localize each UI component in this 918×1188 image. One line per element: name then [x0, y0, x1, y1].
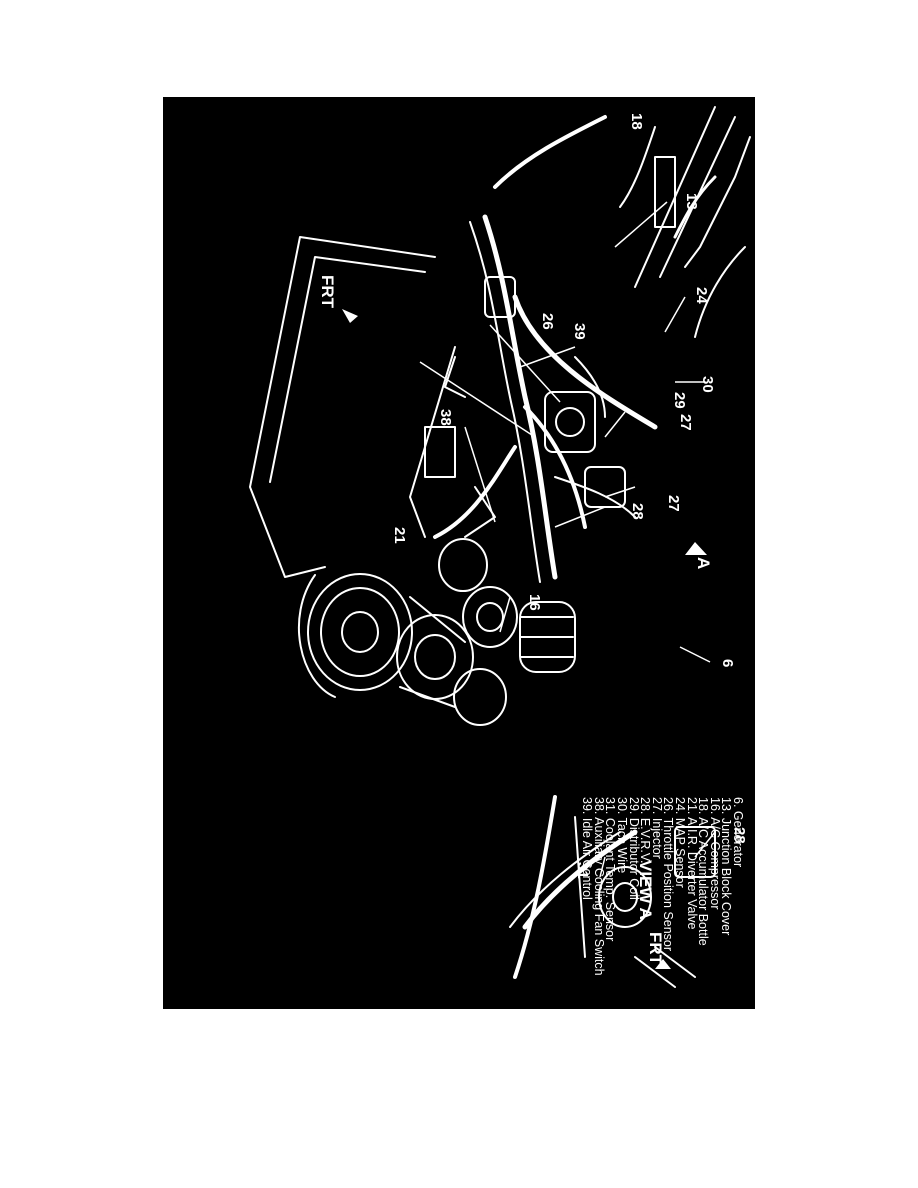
- callout-39: 39: [571, 323, 588, 340]
- callout-30: 30: [699, 376, 716, 393]
- callout-27-lower: 27: [665, 495, 682, 512]
- rotated-figure-content: 18 13 24 30 29 27 27 28 39 26 38 21 16 6…: [163, 97, 755, 1009]
- callout-28: 28: [629, 503, 646, 520]
- engine-diagram-figure: 18 13 24 30 29 27 27 28 39 26 38 21 16 6…: [163, 97, 755, 1009]
- callout-38: 38: [437, 409, 454, 426]
- view-a-marker-label: A: [694, 557, 713, 570]
- legend-item: 6. Generator: [731, 797, 745, 868]
- legend-item: 39. Idle Air Control: [580, 797, 595, 900]
- parts-legend: 6. Generator 13. Junction Block Cover 16…: [580, 797, 745, 976]
- legend-item: 38. Auxiliary Cooling Fan Switch: [591, 797, 606, 976]
- callout-18: 18: [628, 113, 645, 130]
- callout-16: 16: [526, 594, 543, 611]
- callout-26: 26: [539, 313, 556, 330]
- legend-item: 30. Tach Wire: [615, 797, 630, 874]
- callout-6: 6: [719, 659, 736, 668]
- callout-27-upper: 27: [677, 414, 694, 431]
- callout-13: 13: [683, 193, 700, 210]
- callout-21: 21: [391, 527, 408, 544]
- legend-item: 24. MAP Sensor: [673, 797, 688, 888]
- engine-line-art: [249, 106, 751, 988]
- callout-24: 24: [693, 287, 710, 304]
- callout-29: 29: [671, 392, 688, 409]
- frt-direction-label: FRT: [318, 275, 337, 309]
